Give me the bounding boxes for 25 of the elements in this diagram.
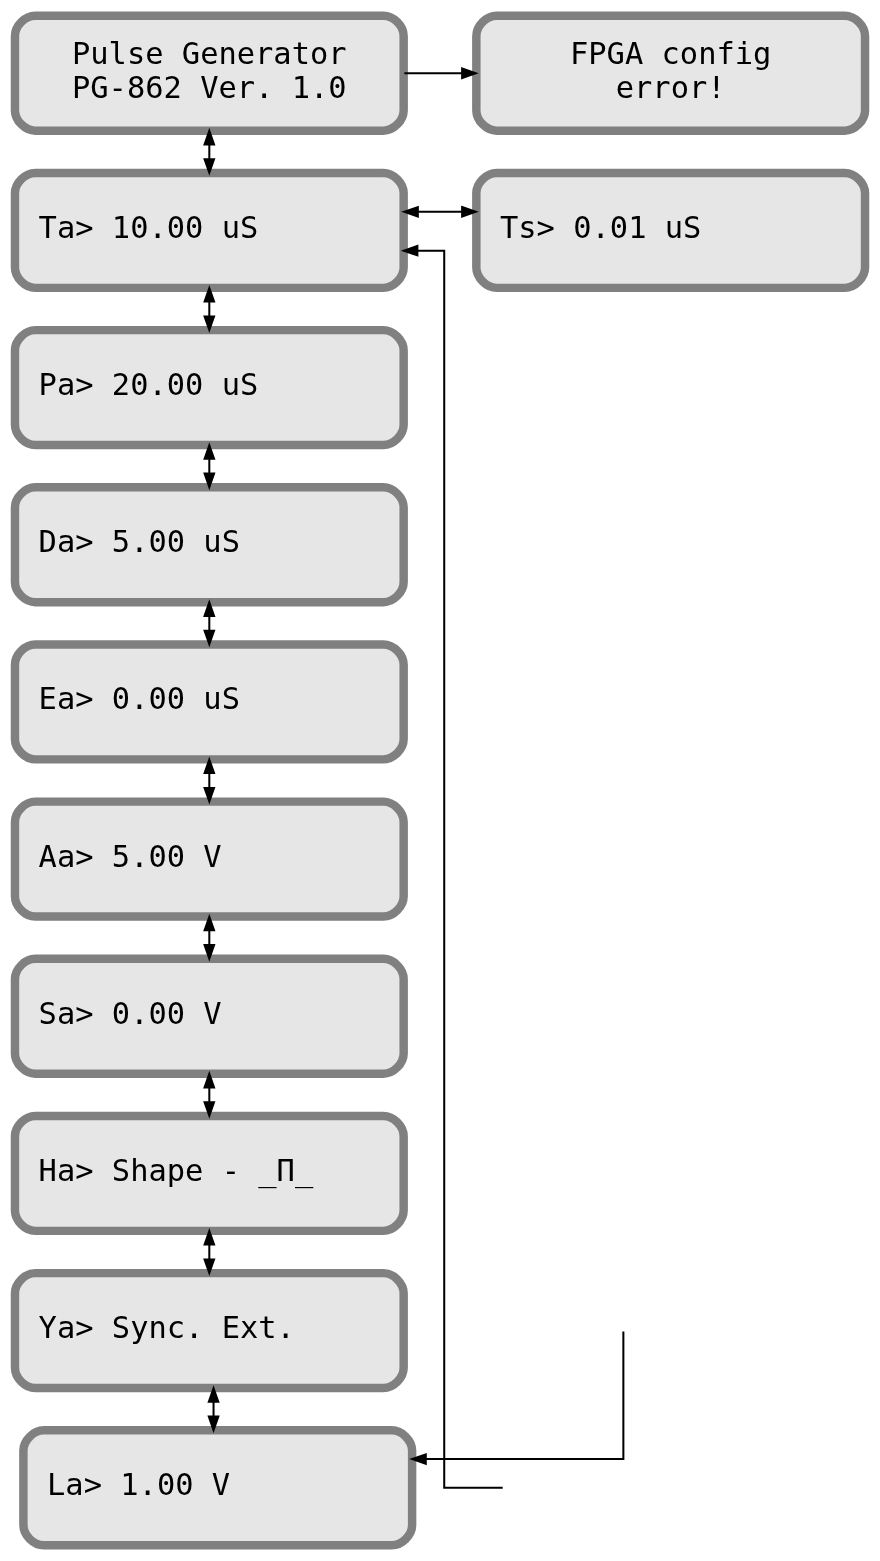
node-box: Ea> 0.00 uS	[10, 640, 408, 764]
node-box: Ta> 10.00 uS	[10, 168, 408, 293]
arrow	[203, 1228, 216, 1277]
arrow	[203, 284, 216, 333]
arrow	[404, 67, 479, 80]
node-box: Aa> 5.00 V	[10, 797, 408, 921]
node-box: Sa> 0.00 V	[10, 954, 408, 1078]
node-box: Ya> Sync. Ext.	[10, 1268, 408, 1393]
arrow	[203, 442, 216, 491]
arrow	[401, 205, 479, 218]
arrow	[207, 1385, 220, 1434]
arrow	[203, 913, 216, 962]
arrow	[203, 756, 216, 805]
arrow	[203, 127, 216, 176]
node-box: Pa> 20.00 uS	[10, 325, 408, 450]
arrow	[203, 599, 216, 648]
node-box: Ts> 0.01 uS	[472, 168, 870, 293]
node-box: Ha> Shape - _Π_	[10, 1111, 408, 1236]
arrow	[409, 1331, 625, 1466]
node-box: Pulse Generator PG-862 Ver. 1.0	[10, 11, 408, 135]
node-box: La> 1.00 V	[19, 1426, 417, 1550]
node-box: FPGA config error!	[472, 11, 870, 135]
node-box: Da> 5.00 uS	[10, 483, 408, 607]
arrow	[203, 1070, 216, 1119]
arrow	[400, 244, 503, 1489]
